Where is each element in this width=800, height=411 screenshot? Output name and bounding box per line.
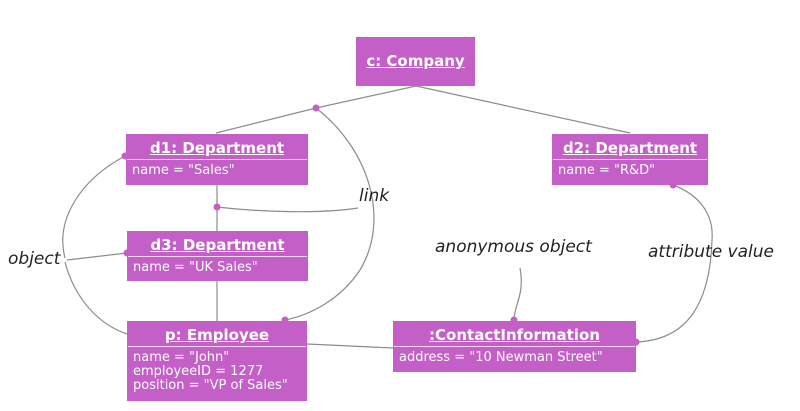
object-note: object — [8, 249, 61, 269]
attribute-value-note: attribute value — [648, 242, 774, 262]
company-to-d2-link — [415, 85, 631, 134]
d2-department-object[interactable]: d2: Department name = "R&D" — [552, 134, 708, 185]
object-callout-to-employee — [64, 261, 128, 335]
link-note: link — [359, 186, 390, 206]
employee-separator — [128, 346, 306, 347]
d2-object-title: d2: Department — [562, 139, 698, 157]
d2-attributes: name = "R&D" — [552, 160, 708, 178]
company-links — [62, 85, 713, 349]
d3-attributes: name = "UK Sales" — [127, 257, 308, 275]
d3-attr-name: name = "UK Sales" — [133, 260, 258, 275]
contact-object-title: :ContactInformation — [429, 326, 600, 344]
d2-attr-name: name = "R&D" — [558, 163, 656, 178]
link-callout-line — [216, 206, 359, 213]
company-branch-dot — [312, 104, 320, 112]
link-callout-curve — [284, 107, 375, 321]
d3-department-object[interactable]: d3: Department name = "UK Sales" — [127, 231, 308, 281]
d1-department-object[interactable]: d1: Department name = "Sales" — [126, 134, 308, 185]
employee-to-contact-link — [306, 343, 394, 349]
contact-separator — [394, 346, 635, 347]
company-object-title: c: Company — [366, 52, 465, 70]
contact-information-object[interactable]: :ContactInformation address = "10 Newman… — [393, 321, 636, 372]
contact-attributes: address = "10 Newman Street" — [393, 347, 636, 365]
employee-attr-id: employeeID = 1277 — [133, 364, 264, 379]
attribute-value-callout — [635, 184, 713, 343]
employee-object-title: p: Employee — [164, 326, 270, 344]
employee-attributes: name = "John" employeeID = 1277 position… — [127, 347, 307, 393]
employee-attr-position: position = "VP of Sales" — [133, 378, 288, 393]
d1-object-title: d1: Department — [149, 139, 285, 157]
object-callout-to-d3 — [66, 252, 128, 261]
d1-attr-name: name = "Sales" — [132, 163, 235, 178]
employee-object[interactable]: p: Employee name = "John" employeeID = 1… — [127, 321, 307, 401]
object-callout-to-d1 — [62, 155, 126, 259]
anonymous-object-note: anonymous object — [435, 237, 592, 257]
contact-attr-address: address = "10 Newman Street" — [399, 350, 603, 365]
d1-bottom-dot — [213, 203, 221, 211]
anonymous-object-callout — [513, 267, 522, 321]
d2-separator — [553, 159, 707, 160]
d1-separator — [127, 159, 307, 160]
d1-attributes: name = "Sales" — [126, 160, 308, 178]
d3-object-title: d3: Department — [150, 236, 285, 254]
employee-attr-name: name = "John" — [133, 350, 230, 365]
d3-separator — [128, 256, 307, 257]
company-object[interactable]: c: Company — [356, 37, 475, 86]
